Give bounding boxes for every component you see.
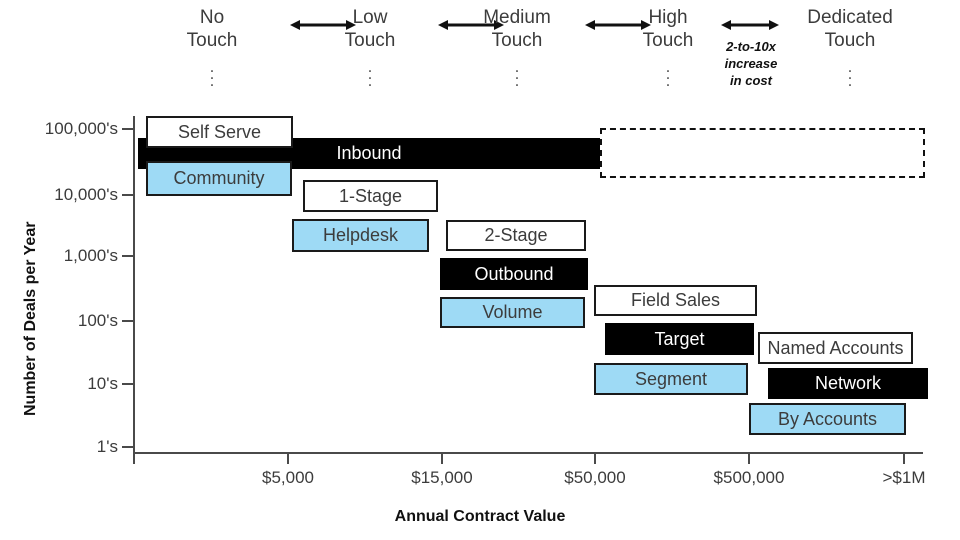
y-tick-100s [122,320,134,322]
bar-target[interactable]: Target [605,323,754,355]
bar-label-by-accounts: By Accounts [777,408,878,429]
touch-segment-high-touch: High Touch [642,7,694,51]
bar-label-community: Community [173,168,265,188]
bar-network[interactable]: Network [768,368,928,399]
x-tick-label-500000: $500,000 [713,468,785,487]
bar-inbound-projection [600,128,925,178]
y-axis-title: Number of Deals per Year [22,221,39,416]
y-tick-100000s [122,128,134,130]
y-tick-10000s [122,194,134,196]
x-tick-over-1m [903,452,905,464]
bar-label-2-stage: 2-Stage [484,225,548,245]
y-axis-line [133,116,135,454]
bar-2-stage[interactable]: 2-Stage [446,220,586,251]
x-tick-500000 [748,452,750,464]
bar-label-field-sales: Field Sales [630,290,721,310]
bar-label-network: Network [814,373,881,393]
y-tick-1s [122,446,134,448]
y-tick-label-1s: 1's [96,437,118,456]
y-tick-label-10s: 10's [87,374,118,393]
bar-label-segment: Segment [634,368,708,389]
y-tick-label-100000s: 100,000's [44,119,118,138]
x-axis-title: Annual Contract Value [394,508,566,525]
bar-segment[interactable]: Segment [594,363,748,395]
connector-dots-medium-touch: ... [514,57,520,90]
bar-label-1-stage: 1-Stage [338,185,403,206]
touch-segment-low-touch: Low Touch [344,7,396,51]
bar-outbound[interactable]: Outbound [440,258,588,290]
bar-label-self-serve: Self Serve [177,121,262,142]
x-tick-label-5000: $5,000 [262,468,314,487]
bar-label-helpdesk: Helpdesk [322,225,399,245]
bar-label-volume: Volume [482,302,543,322]
bar-volume[interactable]: Volume [440,297,585,328]
bar-helpdesk[interactable]: Helpdesk [292,219,429,252]
x-axis-line [133,452,923,454]
bar-label-target: Target [654,328,705,349]
x-tick-label-over-1m: >$1M [882,468,926,487]
connector-dots-no-touch: ... [209,57,215,90]
touch-segment-medium-touch: Medium Touch [483,7,551,51]
connector-dots-high-touch: ... [665,57,671,90]
touch-arrow-1 [290,18,356,30]
touch-segment-dedicated-touch: Dedicated Touch [807,7,893,51]
touch-arrow-2 [438,18,504,30]
touch-arrow-4 [721,18,779,30]
bar-community[interactable]: Community [146,161,292,196]
bar-field-sales[interactable]: Field Sales [594,285,757,316]
bar-label-named-accounts: Named Accounts [767,337,904,358]
y-tick-1000s [122,255,134,257]
x-tick-origin [133,452,135,464]
y-tick-label-10000s: 10,000's [54,185,118,204]
x-tick-label-15000: $15,000 [411,468,473,487]
connector-dots-low-touch: ... [367,57,373,90]
bar-label-inbound: Inbound [336,143,402,163]
x-tick-50000 [594,452,596,464]
y-tick-label-1000s: 1,000's [63,246,118,265]
bar-by-accounts[interactable]: By Accounts [749,403,906,435]
bar-named-accounts[interactable]: Named Accounts [758,332,913,364]
y-tick-label-100s: 100's [77,311,118,330]
x-tick-5000 [287,452,289,464]
touch-segment-no-touch: No Touch [186,7,238,51]
bar-1-stage[interactable]: 1-Stage [303,180,438,212]
cost-increase-note: 2-to-10x increase in cost [724,39,778,88]
bar-self-serve[interactable]: Self Serve [146,116,293,148]
y-tick-10s [122,383,134,385]
touch-arrow-3 [585,18,651,30]
bar-label-outbound: Outbound [474,263,554,284]
x-tick-label-50000: $50,000 [564,468,626,487]
x-tick-15000 [441,452,443,464]
connector-dots-dedicated-touch: ... [847,57,853,90]
